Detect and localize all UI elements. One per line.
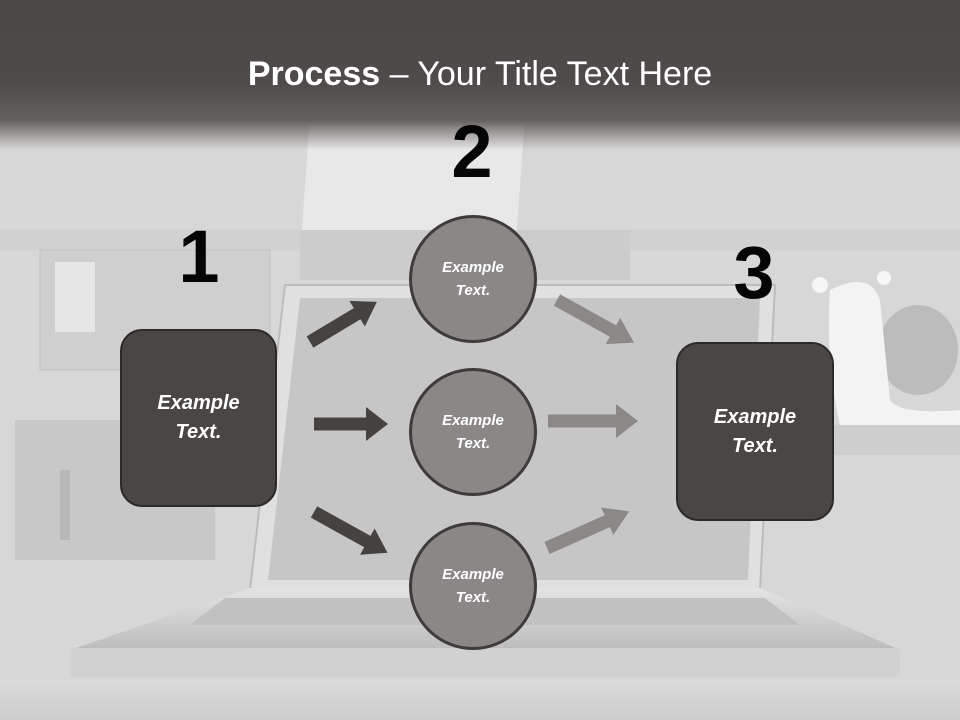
step-2-circle-top: Example Text. — [409, 215, 537, 343]
step-2-circle-bottom: Example Text. — [409, 522, 537, 650]
arrow-left-to-bottom — [310, 506, 388, 555]
arrow-top-to-right — [553, 294, 634, 345]
step-2-circle-middle: Example Text. — [409, 368, 537, 496]
arrow-middle-to-right — [548, 404, 638, 438]
step-number-1: 1 — [178, 215, 220, 298]
step-3-box: Example Text. — [676, 342, 834, 521]
arrow-left-to-top — [306, 300, 377, 348]
title-band — [0, 0, 960, 150]
step-number-3: 3 — [733, 231, 775, 314]
slide-title: Process – Your Title Text Here — [0, 52, 960, 96]
step-number-2: 2 — [451, 110, 493, 193]
step-1-box: Example Text. — [120, 329, 277, 507]
arrow-left-to-middle — [314, 407, 388, 441]
title-rest-part: – Your Title Text Here — [380, 55, 713, 93]
title-bold-part: Process — [247, 55, 381, 93]
arrow-bottom-to-right — [544, 507, 630, 554]
